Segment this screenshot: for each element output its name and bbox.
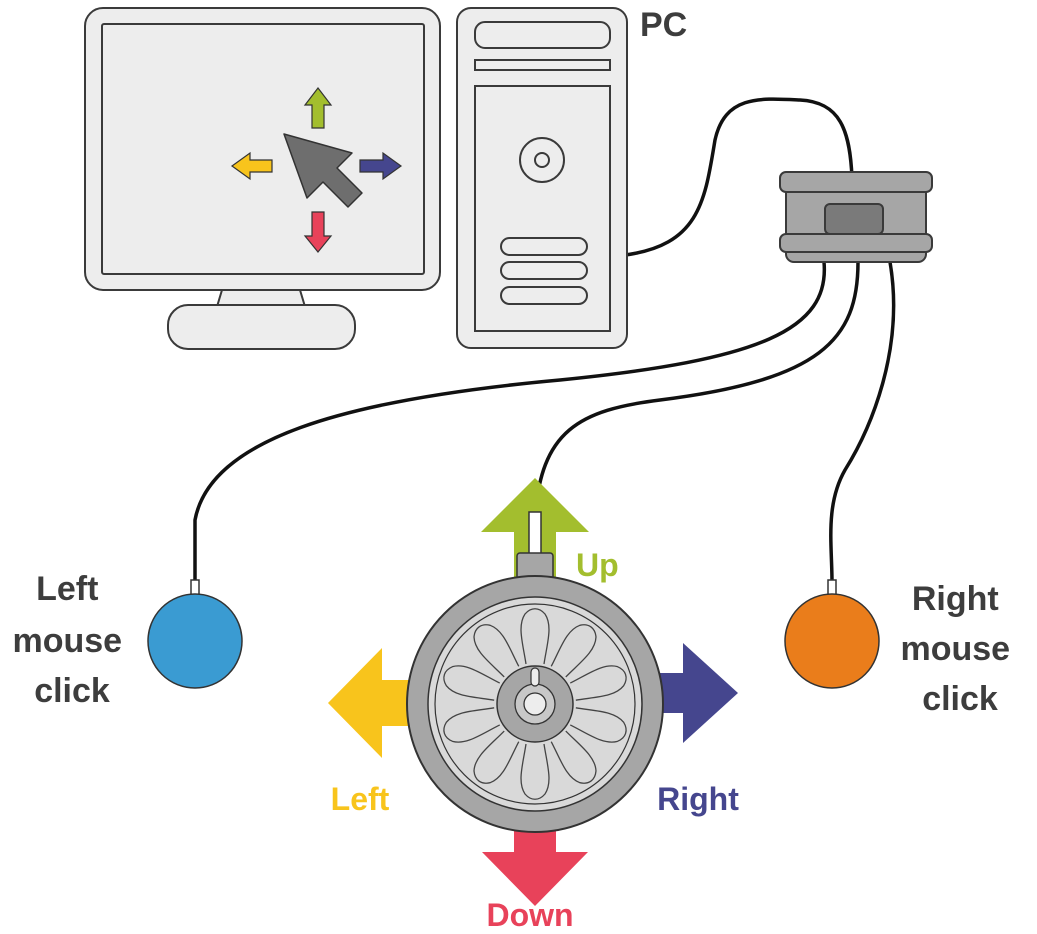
interface-bottom-band	[779, 233, 933, 253]
left-click-label-line2: mouse	[12, 622, 122, 660]
down-label: Down	[486, 897, 573, 933]
right-arrow	[640, 643, 738, 743]
power-button-inner	[534, 152, 550, 168]
monitor-base	[167, 304, 356, 350]
left-click-label-line3: click	[34, 672, 110, 710]
usb-interface-icon	[779, 171, 933, 263]
grip-petal	[569, 707, 627, 743]
grip-petal	[473, 730, 520, 784]
left-click-switch	[147, 579, 243, 689]
down-arrow	[482, 808, 588, 906]
right-click-label-line1: Right	[912, 580, 999, 618]
screen-left-arrow	[230, 151, 273, 181]
left-label: Left	[331, 781, 390, 817]
joystick-center	[523, 692, 547, 716]
left-click-label: Left mouse click	[12, 570, 131, 710]
left-arrow	[328, 648, 430, 758]
screen-right-arrow	[359, 151, 403, 181]
grip-petal	[520, 608, 550, 665]
right-click-label-line3: click	[922, 680, 998, 718]
right-click-switch	[784, 579, 880, 689]
interface-window	[824, 203, 884, 235]
grip-petal	[569, 665, 627, 701]
right-label: Right	[657, 781, 739, 817]
vent-slot-3	[500, 286, 588, 305]
vent-slot-1	[500, 237, 588, 256]
pc-to-interface-cable	[624, 97, 854, 257]
right-click-label: Right mouse click	[900, 580, 1019, 718]
joystick-cable	[533, 261, 860, 521]
drive-bay-1	[474, 21, 611, 49]
right-click-cable	[829, 261, 896, 583]
grip-petal	[550, 730, 597, 784]
vent-slot-2	[500, 261, 588, 280]
left-click-cable	[193, 261, 827, 582]
interface-top-band	[779, 171, 933, 193]
joystick-plug	[528, 511, 542, 555]
up-label: Up	[576, 547, 619, 583]
joystick-icon	[406, 511, 664, 833]
joystick-indicator	[530, 667, 540, 687]
cables	[193, 97, 896, 583]
monitor-screen	[101, 23, 425, 275]
monitor	[84, 7, 441, 350]
left-click-label-line1: Left	[36, 570, 98, 608]
left-click-button	[147, 593, 243, 689]
cursor-icon	[283, 133, 363, 208]
joystick-grip-petals	[443, 608, 627, 800]
pc-tower	[456, 7, 628, 349]
screen-down-arrow	[303, 211, 333, 253]
grip-petal	[473, 624, 520, 678]
drive-bay-2	[474, 59, 611, 71]
pc-label: PC	[640, 6, 687, 44]
grip-petal	[443, 707, 501, 743]
right-click-button	[784, 593, 880, 689]
grip-petal	[443, 665, 501, 701]
right-click-label-line2: mouse	[900, 630, 1010, 668]
grip-petal	[550, 624, 597, 678]
screen-up-arrow	[303, 87, 333, 129]
grip-petal	[520, 743, 550, 800]
